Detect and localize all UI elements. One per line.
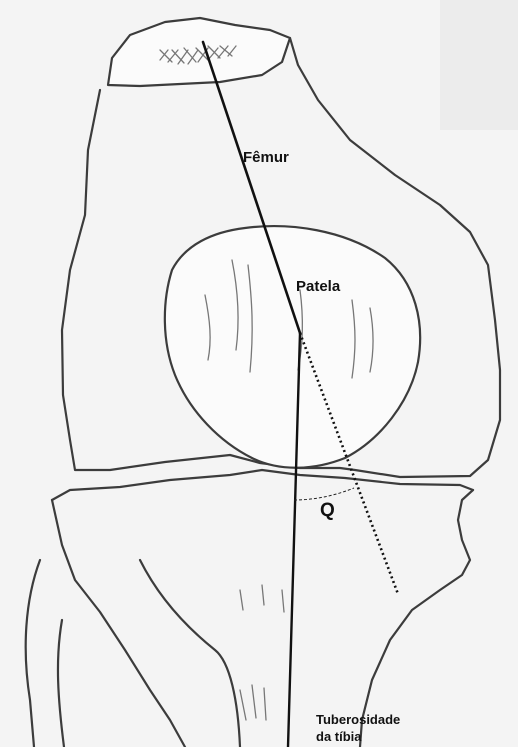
tibia-plateau <box>52 470 473 500</box>
label-tibial-tuberosity-line2: da tíbia <box>316 729 362 744</box>
label-q-angle: Q <box>320 500 335 521</box>
label-patella: Patela <box>296 278 341 295</box>
tibia-lateral-outline <box>360 490 473 747</box>
tibia-outline <box>52 500 185 747</box>
fibula-outline <box>26 560 40 747</box>
background-patch <box>440 0 518 130</box>
q-angle-arc <box>294 488 354 500</box>
tibia-inner-contour <box>140 560 240 747</box>
patella-outline <box>165 226 420 468</box>
background-texture <box>440 0 518 130</box>
label-femur: Fêmur <box>243 149 289 166</box>
tuberosity-fibers <box>240 585 284 720</box>
fibula-inner-outline <box>58 620 64 747</box>
label-tibial-tuberosity-line1: Tuberosidade <box>316 712 400 727</box>
femur-cut-section <box>108 18 290 86</box>
